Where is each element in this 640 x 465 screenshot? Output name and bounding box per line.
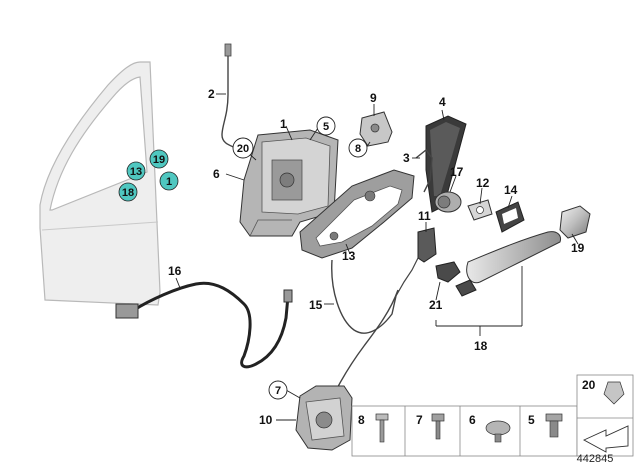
svg-text:7: 7 — [275, 385, 281, 397]
arrow-icon — [582, 425, 629, 453]
part-16-cable — [115, 281, 293, 369]
callout-10: 10 — [259, 413, 273, 427]
circled-callout-8: 8 — [348, 138, 368, 158]
callout-6: 6 — [213, 167, 220, 181]
callout-13: 13 — [342, 249, 356, 263]
callout-1: 1 — [280, 117, 287, 131]
callout-14: 14 — [504, 183, 518, 197]
circled-callout-20: 20 — [232, 137, 254, 159]
part-4-cover — [425, 115, 467, 213]
part-15-cable — [331, 257, 419, 334]
svg-text:18: 18 — [122, 187, 134, 199]
part-9-bracket — [359, 111, 393, 147]
reference-number: 442845 — [577, 453, 614, 465]
door-marker-13: 13 — [126, 161, 146, 181]
callout-12: 12 — [476, 176, 490, 190]
part-10-actuator — [295, 385, 353, 451]
callout-15: 15 — [309, 298, 323, 312]
clip-20-icon — [603, 381, 625, 405]
door-marker-1: 1 — [159, 171, 179, 191]
callout-16: 16 — [168, 264, 182, 278]
svg-text:13: 13 — [130, 166, 142, 178]
svg-text:5: 5 — [323, 121, 329, 133]
callout-18: 18 — [474, 339, 488, 353]
callout-4: 4 — [439, 95, 446, 109]
part-11-insert — [417, 227, 437, 263]
linkage-cable — [331, 289, 399, 399]
svg-text:8: 8 — [355, 143, 361, 155]
screw-7-icon — [431, 413, 445, 440]
legend-6-label: 6 — [469, 413, 476, 427]
callout-11: 11 — [418, 209, 431, 223]
part-2-cable — [221, 43, 239, 151]
handle-carrier-frame — [299, 169, 415, 259]
part-3-rod — [415, 149, 433, 193]
part-17-lock-cylinder — [434, 191, 462, 213]
screw-6-icon — [485, 420, 511, 443]
part-21-bracket — [435, 261, 477, 297]
callout-labels: 2 1 6 9 4 3 17 12 14 19 11 13 16 15 21 1… — [168, 87, 585, 427]
callout-21: 21 — [429, 298, 443, 312]
callout-19: 19 — [571, 241, 585, 255]
callout-17: 17 — [450, 165, 464, 179]
circled-callout-7: 7 — [268, 380, 288, 400]
screw-5-icon — [545, 413, 563, 438]
legend-5-label: 5 — [528, 413, 535, 427]
bolt-8-icon — [375, 413, 389, 443]
front-door — [39, 61, 161, 306]
callout-9: 9 — [370, 91, 377, 105]
part-12-gasket — [467, 199, 493, 221]
legend-8-label: 8 — [358, 413, 365, 427]
door-marker-18: 18 — [118, 182, 138, 202]
hardware-legend: 8 7 6 5 20 — [351, 374, 634, 457]
svg-text:19: 19 — [153, 154, 165, 166]
door-marker-19: 19 — [149, 149, 169, 169]
legend-7-label: 7 — [416, 413, 423, 427]
callout-2: 2 — [208, 87, 215, 101]
svg-text:1: 1 — [166, 176, 172, 188]
callout-3: 3 — [403, 151, 410, 165]
part-18-outer-handle — [466, 231, 561, 284]
circled-callout-5: 5 — [316, 116, 336, 136]
part-19-cap — [559, 205, 591, 239]
part-14-gasket — [495, 201, 525, 233]
legend-20-label: 20 — [582, 378, 596, 392]
svg-text:20: 20 — [237, 143, 249, 155]
